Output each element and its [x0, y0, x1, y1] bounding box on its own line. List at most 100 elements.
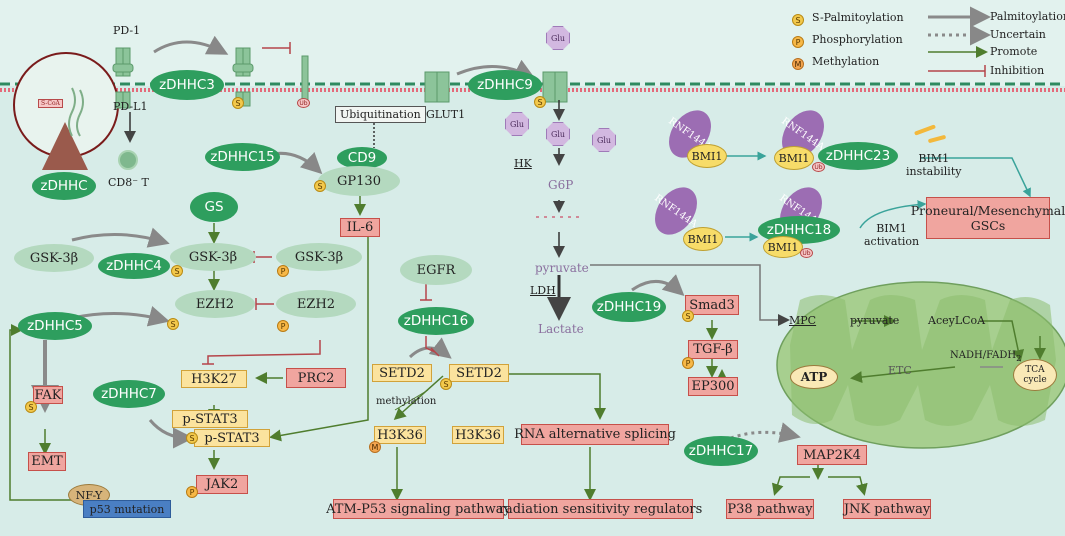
- lipid-chain-2: [76, 89, 84, 137]
- h3k27-box: H3K27: [181, 370, 247, 388]
- arrow-pyruvate-mpc: [590, 264, 790, 326]
- g6p-label: G6P: [548, 178, 574, 192]
- jnk-box: JNK pathway: [843, 499, 931, 519]
- fak-box: FAK: [33, 386, 63, 404]
- p53-mutation-box: p53 mutation: [83, 500, 171, 518]
- ezh2-node: EZH2: [175, 290, 255, 318]
- feedback-p53: [9, 324, 90, 501]
- m-badge: M: [369, 441, 381, 453]
- zdhhc9-node: zDHHC9: [468, 70, 542, 100]
- glu-octagon: Glu: [546, 122, 570, 146]
- s-badge: S: [440, 378, 452, 390]
- glut1-receptor-group: [424, 71, 568, 103]
- h3k36-box: H3K36: [452, 426, 504, 444]
- legend-uncertain: Uncertain: [990, 28, 1046, 41]
- legend-p-badge: P: [792, 36, 804, 48]
- ezh2-node: EZH2: [276, 290, 356, 318]
- zdhhc15-node: zDHHC15: [205, 143, 280, 171]
- pstat3-box: p-STAT3: [172, 410, 248, 428]
- gsk3b-node: GSK-3β: [170, 243, 256, 271]
- s-badge: S: [314, 180, 326, 192]
- pdl1-label: PD-L1: [113, 100, 148, 113]
- lipid-chain: [68, 87, 76, 137]
- ub-badge: Ub: [800, 248, 813, 258]
- ub-badge: Ub: [297, 98, 310, 108]
- zdhhc19-node: zDHHC19: [592, 292, 666, 322]
- legend-lines: [928, 6, 991, 77]
- ubiquitination-box: Ubiquitination: [335, 106, 426, 123]
- glu-octagon: Glu: [592, 128, 616, 152]
- bmi1-node: BMI1: [683, 227, 723, 251]
- zdhhc4-node: zDHHC4: [98, 253, 170, 279]
- h3k36-box: H3K36: [374, 426, 426, 444]
- zdhhc3-node: zDHHC3: [150, 70, 224, 100]
- bmi1-node: BMI1: [774, 146, 814, 170]
- p-badge: P: [277, 320, 289, 332]
- atp-node: ATP: [790, 365, 838, 389]
- zdhhc7-node: zDHHC7: [93, 380, 165, 408]
- tca-cycle-node: TCA cycle: [1013, 359, 1057, 391]
- tgfb-box: TGF-β: [688, 340, 738, 359]
- atm-p53-box: ATM-P53 signaling pathway: [326, 499, 511, 519]
- emt-box: EMT: [28, 452, 66, 471]
- promote-arrows: [39, 196, 1025, 501]
- s-badge: S: [171, 265, 183, 277]
- setd2-box: SETD2: [372, 364, 432, 382]
- palmitoylation-arrows: [71, 35, 685, 449]
- s-badge: S: [232, 97, 244, 109]
- rna-splicing-box: RNA alternative splicing: [514, 424, 676, 445]
- s-badge: S: [682, 310, 694, 322]
- extracellular-region: [0, 0, 1065, 86]
- flow-arrows-black: [124, 100, 565, 258]
- legend-inhibition: Inhibition: [990, 64, 1045, 77]
- cone-shape: [42, 122, 88, 170]
- bmi1-node: BMI1: [687, 144, 727, 168]
- methylation-label: methylation: [376, 396, 437, 407]
- legend-meth: Methylation: [812, 55, 880, 68]
- legend-phos: Phosphorylation: [812, 33, 903, 46]
- cd8-cell-icon: [118, 150, 138, 170]
- cd9-node: CD9: [337, 147, 387, 169]
- glu-octagon: Glu: [546, 26, 570, 50]
- ub-badge: Ub: [812, 162, 825, 172]
- mitochondrion-cristae: [790, 295, 1056, 426]
- pyruvate-label: pyruvate: [535, 261, 589, 275]
- radiation-box: radiation sensitivity regulators: [499, 499, 702, 519]
- hk-label: HK: [514, 157, 532, 170]
- legend-palm: Palmitoylation: [990, 10, 1065, 23]
- pstat3-box: p-STAT3: [194, 429, 270, 447]
- mpc-label: MPC: [789, 314, 817, 327]
- cd8-label: CD8⁻ T: [108, 176, 149, 189]
- gs-node: GS: [190, 192, 238, 222]
- s-badge: S: [167, 318, 179, 330]
- legend-promote: Promote: [990, 45, 1038, 58]
- s-badge: S: [25, 401, 37, 413]
- nadh-label: NADH/FADH2: [950, 350, 1021, 363]
- ldh-label: LDH: [530, 284, 556, 297]
- pd1-label: PD-1: [113, 24, 141, 37]
- p-badge: P: [277, 265, 289, 277]
- p-badge: P: [682, 357, 694, 369]
- ep300-box: EP300: [688, 377, 738, 396]
- glut1-label: GLUT1: [426, 108, 466, 121]
- gsk3b-node: GSK-3β: [14, 244, 94, 272]
- egfr-node: EGFR: [400, 255, 472, 285]
- zdhhc23-node: zDHHC23: [818, 142, 898, 170]
- gscs-box: Proneural/Mesenchymal GSCs: [911, 197, 1065, 239]
- legend-s-badge: S: [792, 14, 804, 26]
- scoa-label: S-CoA: [38, 99, 63, 108]
- methylation-line: [394, 389, 429, 411]
- etc-label: ETC: [888, 364, 912, 377]
- gsk3b-node: GSK-3β: [276, 243, 362, 271]
- s-badge: S: [186, 432, 198, 444]
- prc2-box: PRC2: [286, 368, 346, 388]
- glu-octagon: Glu: [505, 112, 529, 136]
- legend-s-palm: S-Palmitoylation: [812, 11, 904, 24]
- acetylcoa-label: AceyLCoA: [928, 314, 986, 327]
- bim1-instability-label: BIM1 instability: [906, 152, 962, 178]
- bmi1-node: BMI1: [763, 236, 803, 258]
- setd2-box: SETD2: [449, 364, 509, 382]
- legend-m-badge: M: [792, 58, 804, 70]
- mito-pyruvate-label: pyruvate: [850, 314, 900, 327]
